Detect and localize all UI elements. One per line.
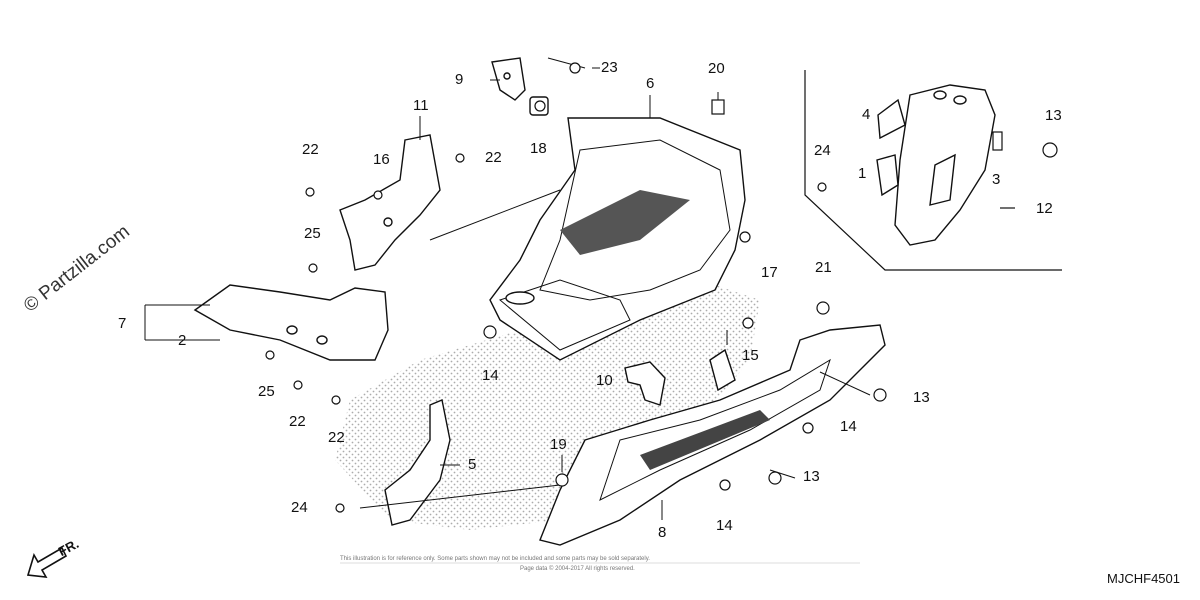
callout-8: 8 xyxy=(658,524,667,541)
fine-print-line-2: Page data © 2004-2017 All rights reserve… xyxy=(520,566,635,572)
callout-16: 16 xyxy=(373,151,390,168)
callout-18: 18 xyxy=(530,140,547,157)
callout-22a: 22 xyxy=(302,141,319,158)
callout-25a: 25 xyxy=(304,225,321,242)
callout-13c: 13 xyxy=(803,468,820,485)
callout-14b: 14 xyxy=(840,418,857,435)
callout-17: 17 xyxy=(761,264,778,281)
callout-20: 20 xyxy=(708,60,725,77)
lower-cowl xyxy=(539,324,886,546)
callout-11: 11 xyxy=(413,97,429,114)
leader-lines xyxy=(144,57,871,520)
callout-2: 2 xyxy=(178,332,187,349)
stay-10 xyxy=(624,361,666,406)
callout-13b: 13 xyxy=(913,389,930,406)
callout-10: 10 xyxy=(596,372,613,389)
callout-23: 23 xyxy=(601,59,618,76)
callout-7: 7 xyxy=(118,315,127,332)
bracket-11 xyxy=(339,134,441,271)
front-arrow-icon xyxy=(26,546,68,578)
callout-25b: 25 xyxy=(258,383,275,400)
callout-22d: 22 xyxy=(328,429,345,446)
callout-14a: 14 xyxy=(482,367,499,384)
callout-22b: 22 xyxy=(485,149,502,166)
inset-pad-4 xyxy=(877,98,906,140)
callout-21: 21 xyxy=(815,259,832,276)
callout-24a: 24 xyxy=(814,142,831,159)
diagram-code: MJCHF4501 xyxy=(1107,571,1180,586)
callout-15: 15 xyxy=(742,347,759,364)
callout-6: 6 xyxy=(646,75,655,92)
fine-print-line-1: This illustration is for reference only.… xyxy=(340,556,650,562)
callout-24b: 24 xyxy=(291,499,308,516)
upper-cowl xyxy=(489,117,746,361)
stay-9 xyxy=(491,57,526,101)
inset-box xyxy=(804,70,1062,271)
inset-panel-12 xyxy=(894,84,996,246)
side-strip xyxy=(384,399,451,526)
callout-19: 19 xyxy=(550,436,567,453)
callout-14c: 14 xyxy=(716,517,733,534)
fasteners xyxy=(265,62,1058,513)
inner-panel xyxy=(193,284,389,361)
callout-22c: 22 xyxy=(289,413,306,430)
callout-9: 9 xyxy=(455,71,464,88)
callout-13a: 13 xyxy=(1045,107,1062,124)
callout-12: 12 xyxy=(1036,200,1053,217)
callout-4: 4 xyxy=(862,106,871,123)
callout-1: 1 xyxy=(858,165,867,182)
inset-clip-3 xyxy=(992,131,1003,151)
inset-pad-1 xyxy=(876,154,899,197)
callout-3: 3 xyxy=(992,171,1001,188)
callout-5: 5 xyxy=(468,456,477,473)
